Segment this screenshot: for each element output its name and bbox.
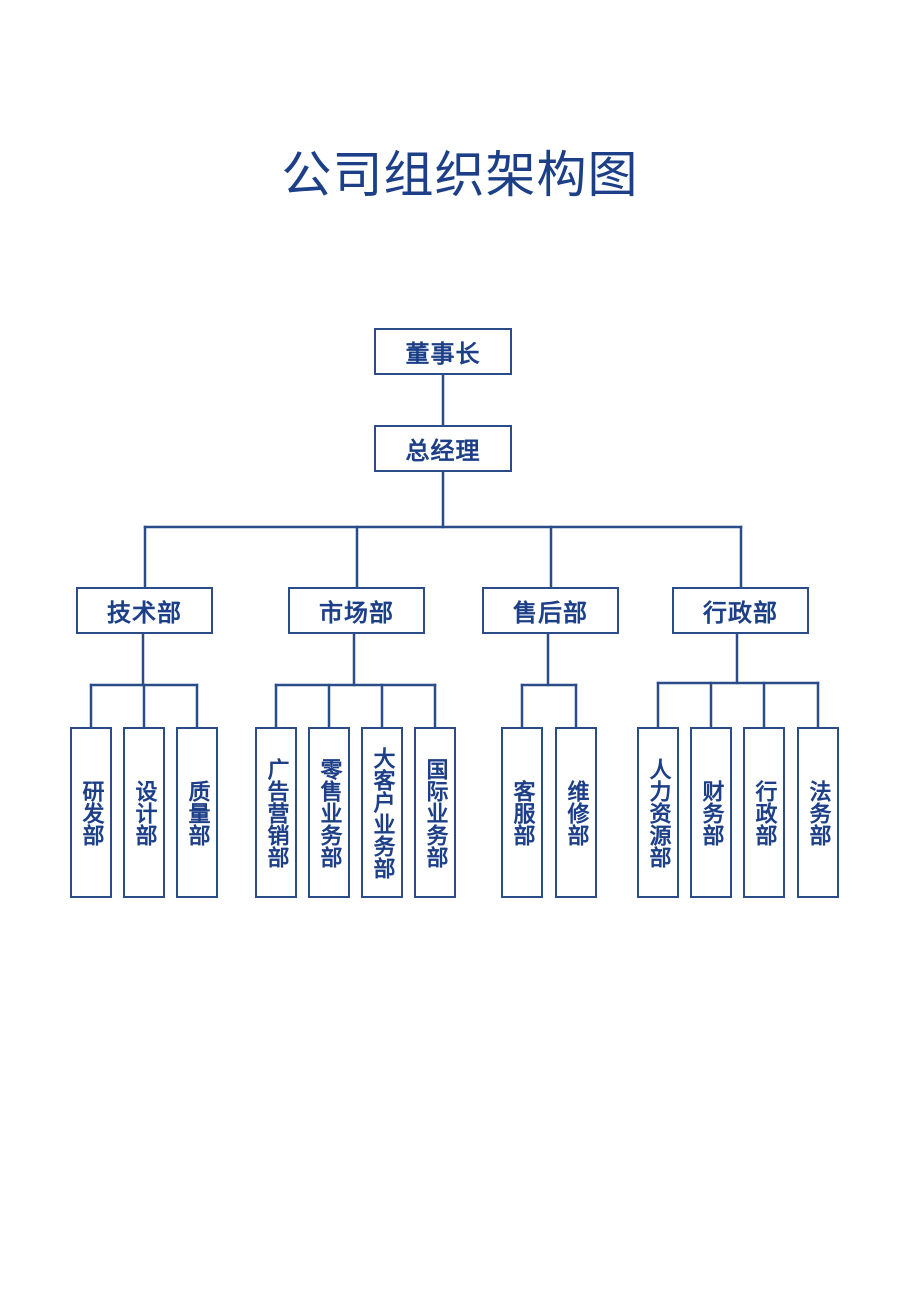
node-dept-market: 市场部 — [288, 587, 425, 634]
node-unit-international: 国际业务部 — [414, 727, 456, 898]
node-unit-administration: 行政部 — [743, 727, 785, 898]
node-unit-retail: 零售业务部 — [308, 727, 350, 898]
node-dept-tech: 技术部 — [76, 587, 213, 634]
node-unit-rd: 研发部 — [70, 727, 112, 898]
node-general-manager: 总经理 — [374, 425, 512, 472]
node-unit-design: 设计部 — [123, 727, 165, 898]
node-chairman: 董事长 — [374, 328, 512, 375]
node-unit-advertising: 广告营销部 — [255, 727, 297, 898]
node-unit-customer-service: 客服部 — [501, 727, 543, 898]
node-dept-service: 售后部 — [482, 587, 619, 634]
node-unit-repair: 维修部 — [555, 727, 597, 898]
node-unit-legal: 法务部 — [797, 727, 839, 898]
page-title: 公司组织架构图 — [281, 146, 639, 204]
node-dept-admin: 行政部 — [672, 587, 809, 634]
node-unit-quality: 质量部 — [176, 727, 218, 898]
node-unit-key-accounts: 大客户业务部 — [361, 727, 403, 898]
node-unit-hr: 人力资源部 — [637, 727, 679, 898]
node-unit-finance: 财务部 — [690, 727, 732, 898]
